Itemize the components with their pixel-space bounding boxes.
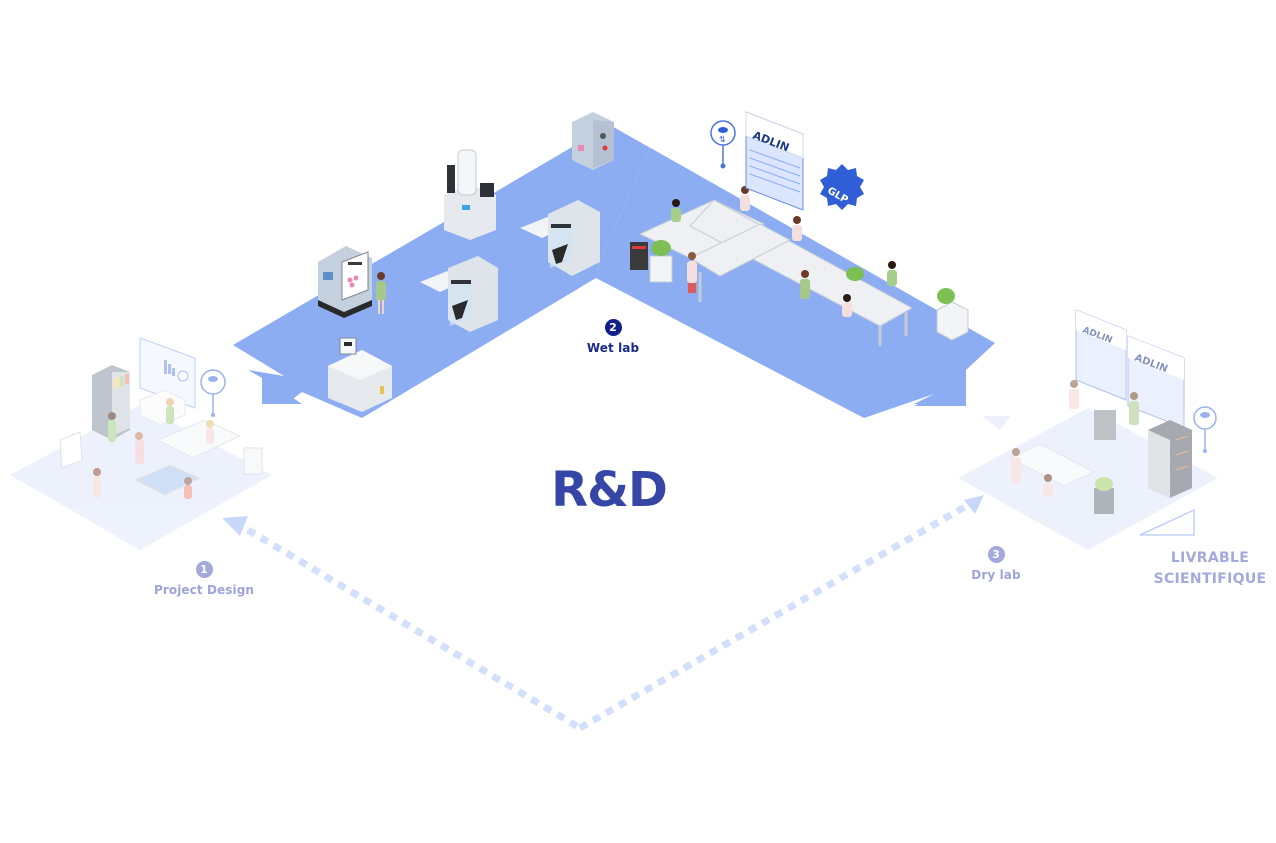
water-bath (328, 337, 392, 412)
scientist-robot-operator (376, 272, 386, 314)
step-number-badge: 3 (987, 546, 1005, 563)
equipment-cart (1094, 410, 1116, 440)
dry-lab-people (1011, 380, 1139, 497)
dry-lab-zone[interactable]: ADLIN ADLIN (958, 309, 1218, 550)
liquid-handling-robot (318, 246, 372, 318)
drafting-table (133, 464, 202, 496)
step-label: Wet lab (586, 341, 640, 355)
path-arrowhead-left-icon (222, 516, 248, 536)
printer (243, 447, 263, 475)
step-label: Project Design (153, 583, 255, 597)
step-label: Dry lab (971, 568, 1021, 582)
exit-arrow-right-icon (914, 372, 966, 406)
path-arrowhead-right-icon (964, 495, 984, 514)
plant-pot (1095, 477, 1113, 491)
brand-screen-icon: ADLIN (745, 111, 804, 211)
exit-arrow-left-icon (262, 378, 302, 404)
autoclave (572, 112, 614, 170)
step-number-badge: 1 (195, 561, 213, 578)
project-design-zone[interactable] (10, 337, 272, 550)
dry-lab-entry-arrow-icon (982, 416, 1010, 430)
meeting-table (156, 419, 242, 459)
flipchart (59, 431, 83, 469)
brand-screen-icon: ADLIN (1127, 335, 1185, 429)
people (93, 398, 214, 499)
diagram-title: R&D (551, 462, 668, 518)
analytics-screen-icon (139, 337, 196, 409)
glp-seal-icon: GLP (820, 164, 864, 210)
deliverable-label: LIVRABLE SCIENTIFIQUE (1148, 548, 1272, 590)
wet-lab-zone[interactable]: ADLIN ⇅ GLP (233, 111, 995, 418)
server-rack-icon (1148, 420, 1192, 498)
wet-lab-floor-left (233, 125, 650, 418)
fume-hood-back (520, 200, 600, 276)
wet-lab-scientists (671, 186, 897, 317)
svg-text:⇅: ⇅ (719, 135, 726, 144)
cloud-sync-icon (200, 369, 226, 417)
incubator-rack (630, 242, 648, 270)
fume-hood-front (420, 256, 498, 332)
step-wet-lab[interactable]: 2 Wet lab (572, 316, 654, 355)
cloud-sync-icon (1193, 406, 1217, 453)
dashed-path (222, 495, 984, 732)
step-project-design[interactable]: 1 Project Design (144, 558, 264, 597)
cabinet-with-plant (936, 288, 969, 341)
deliverable-line-2: SCIENTIFIQUE (1153, 571, 1267, 587)
electron-microscope (444, 149, 496, 240)
step-number-badge: 2 (604, 319, 622, 336)
step-dry-lab[interactable]: 3 Dry lab (955, 543, 1037, 582)
cabinet (1094, 488, 1114, 514)
bookshelf (92, 365, 130, 440)
lab-bench (638, 199, 914, 346)
deliverable-arrow-icon (1139, 508, 1195, 536)
brand-screen-icon: ADLIN (1075, 309, 1127, 401)
cloud-sync-icon: ⇅ (710, 120, 736, 169)
deliverable-line-1: LIVRABLE (1170, 550, 1250, 566)
plant-pot (846, 267, 864, 281)
plant-pot (649, 240, 673, 283)
